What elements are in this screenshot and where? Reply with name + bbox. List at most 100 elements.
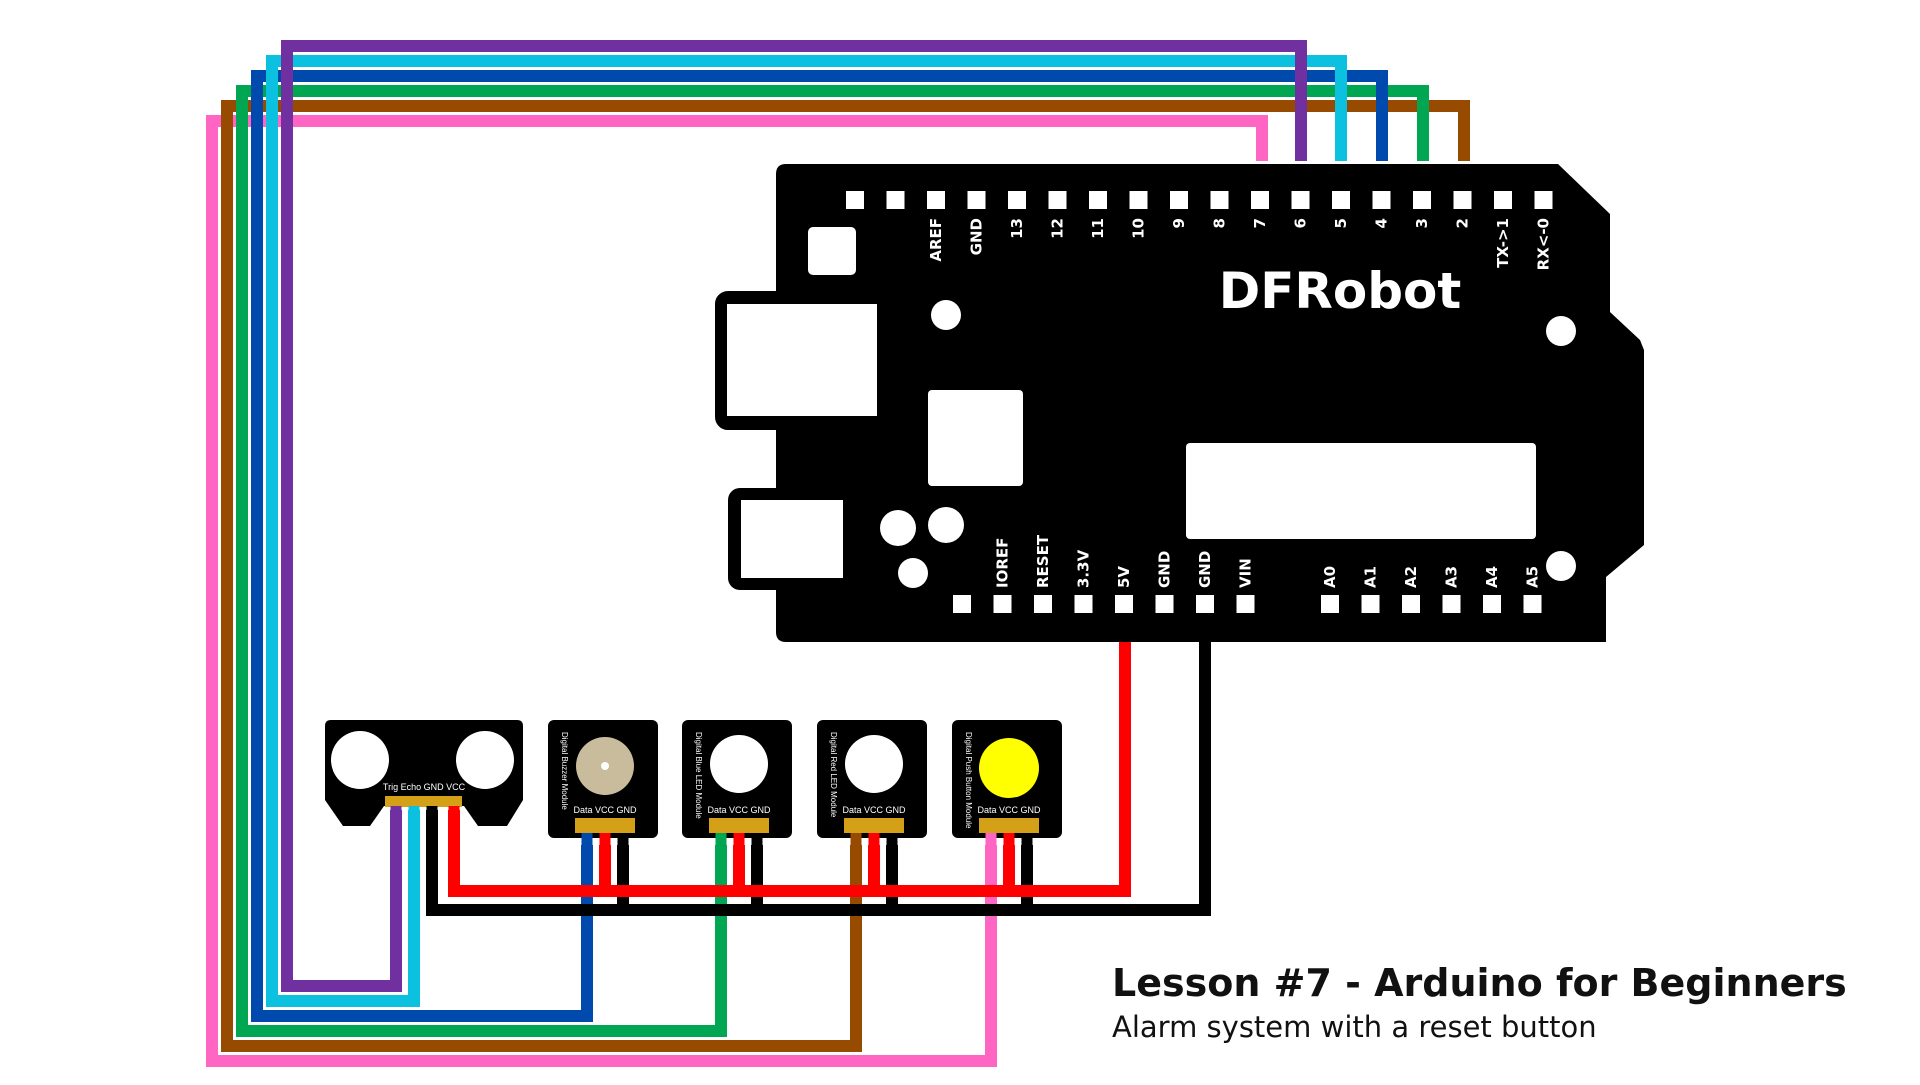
- bottom-header-pin: [1155, 595, 1174, 613]
- top-pin-label: 6: [1292, 218, 1310, 228]
- push-button-pin-labels: Data VCC GND: [977, 805, 1041, 815]
- top-header-pin: [1210, 191, 1229, 209]
- wire-pink: [206, 115, 1268, 1067]
- top-header-pin: [1453, 191, 1472, 209]
- red-led-module-name: Digital Red LED Module: [829, 732, 838, 818]
- top-header-pin: [1413, 191, 1431, 209]
- top-header-pin: [1008, 191, 1026, 209]
- top-header-pin: [1170, 191, 1188, 209]
- bottom-header: IOREF RESET 3.3V 5V GND GND VIN A0 A1 A2 A3 A4 A5: [953, 534, 1542, 613]
- blue-led-module-name: Digital Blue LED Module: [694, 732, 703, 819]
- wire-black-gnd: [426, 640, 1211, 916]
- top-header-pin: [1129, 191, 1148, 209]
- wire-purple: [281, 40, 1307, 992]
- buzzer-module-name: Digital Buzzer Module: [560, 732, 569, 810]
- analog-pin-label: A5: [1524, 566, 1542, 588]
- analog-pin-label: A2: [1402, 566, 1420, 588]
- mounting-hole-top-right: [1546, 316, 1576, 346]
- analog-pin-label: A1: [1362, 566, 1380, 588]
- top-pin-label: 12: [1049, 218, 1067, 239]
- top-header-pin: [1332, 191, 1350, 209]
- analog-header-pin: [1321, 595, 1339, 613]
- analog-header-pin: [1442, 595, 1461, 613]
- red-led-connector: [844, 818, 904, 833]
- bottom-pin-label: 5V: [1115, 566, 1133, 588]
- buzzer-pin-labels: Data VCC GND: [573, 805, 637, 815]
- mounting-hole-bottom-right: [1546, 551, 1576, 581]
- analog-pin-label: A0: [1321, 566, 1339, 588]
- ultrasonic-transducer-right: [456, 731, 514, 789]
- buzzer-connector: [575, 818, 635, 833]
- top-header-pin: [1048, 191, 1067, 209]
- bottom-header-pin: [1034, 595, 1052, 613]
- push-button-connector: [979, 818, 1039, 833]
- top-header-pin: [846, 191, 864, 209]
- top-pin-label: AREF: [927, 218, 945, 262]
- icsp-header-area: [1186, 443, 1536, 539]
- ultrasonic-sensor-module: Trig Echo GND VCC: [325, 720, 523, 826]
- top-pin-label: 13: [1008, 218, 1026, 239]
- bottom-header-pin: [1236, 595, 1255, 613]
- analog-header-pin: [1483, 595, 1501, 613]
- top-header-pin: [1291, 191, 1310, 209]
- top-pin-label: GND: [968, 218, 986, 255]
- mcu-chip: [928, 390, 1023, 486]
- ultrasonic-transducer-left: [331, 731, 389, 789]
- bottom-pin-label: RESET: [1034, 534, 1052, 588]
- top-pin-label: 8: [1211, 218, 1229, 228]
- top-pin-label: 3: [1413, 218, 1431, 228]
- caption-subtitle: Alarm system with a reset button: [1112, 1010, 1597, 1044]
- top-pin-label: 2: [1454, 218, 1472, 228]
- wire-brown: [221, 100, 1470, 1052]
- ultrasonic-pin-labels: Trig Echo GND VCC: [383, 782, 466, 792]
- buzzer-module: Digital Buzzer Module Data VCC GND: [548, 720, 658, 838]
- top-header-pin: [1372, 191, 1391, 209]
- analog-pin-label: A3: [1443, 566, 1461, 588]
- bottom-pin-label: IOREF: [994, 538, 1012, 588]
- wire-cyan: [266, 55, 1347, 1007]
- analog-header-pin: [1402, 595, 1420, 613]
- bottom-pin-label: 3.3V: [1075, 549, 1093, 588]
- buzzer-hole: [601, 762, 609, 770]
- top-pin-label: 4: [1373, 218, 1391, 228]
- caption: Lesson #7 - Arduino for Beginners Alarm …: [1112, 958, 1902, 1046]
- red-led-pin-labels: Data VCC GND: [842, 805, 906, 815]
- wire-dark-blue: [251, 70, 1388, 1022]
- mounting-hole-left-c: [898, 558, 928, 588]
- usb-port-inner: [727, 304, 877, 416]
- blue-led-pin-labels: Data VCC GND: [707, 805, 771, 815]
- top-pin-label: 5: [1332, 218, 1350, 228]
- ultrasonic-connector: [385, 796, 462, 807]
- analog-header-pin: [1523, 595, 1542, 613]
- red-led-lens: [845, 735, 903, 793]
- bottom-pin-label: GND: [1196, 551, 1214, 588]
- bottom-header-pin: [953, 595, 971, 613]
- top-header-pin: [967, 191, 986, 209]
- top-pin-label: TX->1: [1494, 218, 1512, 268]
- blue-led-connector: [709, 818, 769, 833]
- caption-title: Lesson #7 - Arduino for Beginners: [1112, 961, 1847, 1005]
- bottom-header-pin: [1196, 595, 1214, 613]
- mounting-hole-left-b: [928, 507, 964, 543]
- top-pin-label: 10: [1130, 218, 1148, 239]
- top-header-pin: [927, 191, 945, 209]
- wire-red-5v: [448, 640, 1131, 897]
- top-header-pin: [1089, 191, 1107, 209]
- mounting-hole-left-a: [880, 510, 916, 546]
- analog-pin-label: A4: [1483, 566, 1501, 588]
- bottom-pin-label: VIN: [1237, 558, 1255, 588]
- bottom-header-pin: [1074, 595, 1093, 613]
- power-jack-inner: [741, 500, 843, 578]
- top-header-pin: [1494, 191, 1512, 209]
- top-pin-label: 9: [1170, 218, 1188, 228]
- reset-button-square: [808, 227, 856, 275]
- bottom-pin-label: GND: [1156, 551, 1174, 588]
- top-header-pin: [1251, 191, 1269, 209]
- push-button-module: Digital Push Button Module Data VCC GND: [952, 720, 1062, 838]
- bottom-header-pin: [1115, 595, 1133, 613]
- blue-led-module: Digital Blue LED Module Data VCC GND: [682, 720, 792, 838]
